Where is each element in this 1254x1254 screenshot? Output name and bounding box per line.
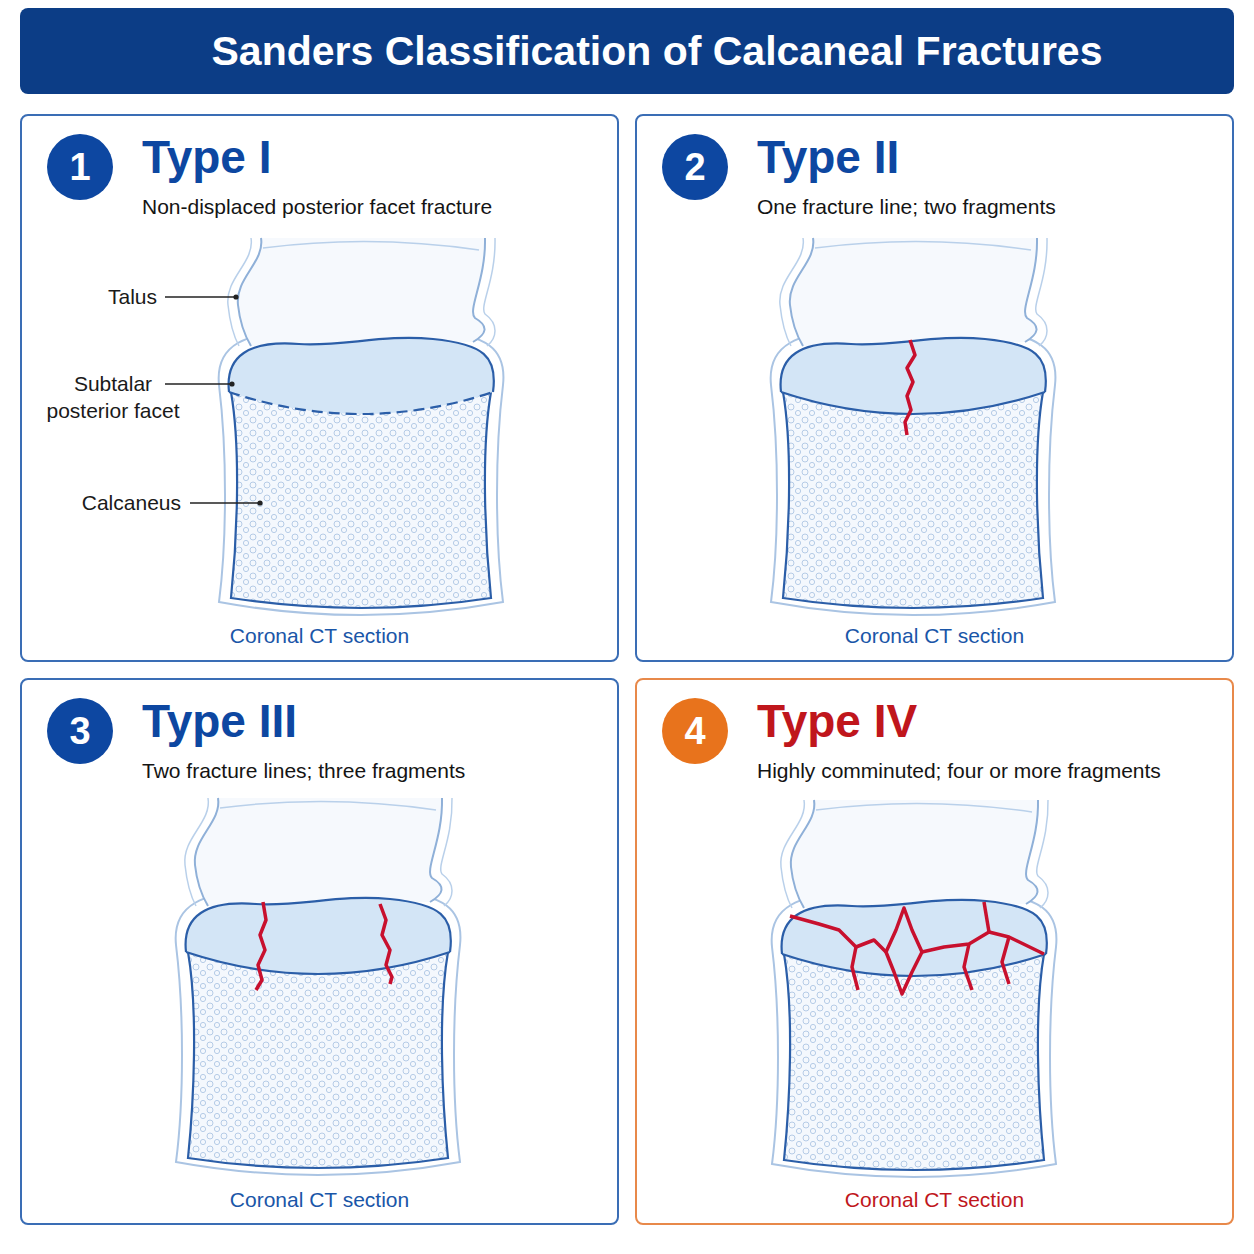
section-caption: Coronal CT section	[22, 623, 617, 649]
type-panel: Type IV Highly comminuted; four or more f…	[635, 678, 1234, 1225]
type-heading: Type I	[142, 132, 272, 183]
page-title: Sanders Classification of Calcaneal Frac…	[212, 28, 1103, 75]
number-badge: 4	[662, 698, 728, 764]
type-heading: Type III	[142, 696, 297, 747]
type-description: Non-displaced posterior facet fracture	[142, 194, 612, 220]
section-caption: Coronal CT section	[637, 1187, 1232, 1213]
title-bar: Sanders Classification of Calcaneal Frac…	[20, 8, 1234, 94]
number-badge: 3	[47, 698, 113, 764]
number-badge: 2	[662, 134, 728, 200]
section-caption: Coronal CT section	[637, 623, 1232, 649]
part-label: Talus	[30, 283, 157, 310]
type-description: Two fracture lines; three fragments	[142, 758, 612, 784]
section-caption: Coronal CT section	[22, 1187, 617, 1213]
badge-number: 4	[662, 698, 728, 764]
type-heading: Type II	[757, 132, 899, 183]
badge-number: 1	[47, 134, 113, 200]
type-heading: Type IV	[757, 696, 917, 747]
badge-number: 2	[662, 134, 728, 200]
type-description: One fracture line; two fragments	[757, 194, 1227, 220]
number-badge: 1	[47, 134, 113, 200]
type-description: Highly comminuted; four or more fragment…	[757, 758, 1227, 784]
part-label: Subtalar posterior facet	[33, 370, 193, 425]
type-panel: Type III Two fracture lines; three fragme…	[20, 678, 619, 1225]
type-panel: Type II One fracture line; two fragmentsC…	[635, 114, 1234, 662]
part-label: Calcaneus	[30, 489, 181, 516]
badge-number: 3	[47, 698, 113, 764]
